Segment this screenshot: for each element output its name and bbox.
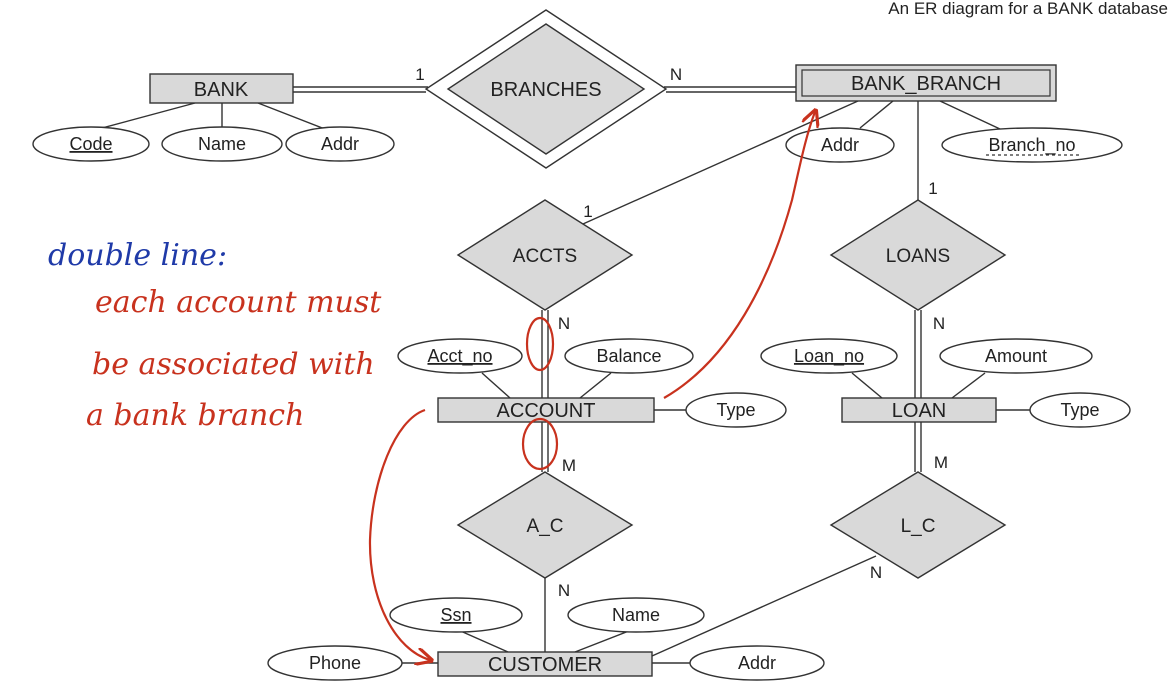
- annotation-line-3: a bank branch: [86, 398, 304, 433]
- attribute-balance-label: Balance: [596, 346, 661, 366]
- cardinality-lc-loan: M: [934, 453, 948, 472]
- cardinality-branches-branch: N: [670, 65, 682, 84]
- attribute-customer-name-label: Name: [612, 605, 660, 625]
- attribute-code-label: Code: [69, 134, 112, 154]
- handwritten-annotation: double line: each account must be associ…: [48, 112, 815, 660]
- entity-loan-label: LOAN: [892, 400, 946, 422]
- attribute-loan-no-label: Loan_no: [794, 346, 864, 367]
- annotation-circle-accts-account: [525, 316, 555, 372]
- cardinality-branches-bank: 1: [415, 65, 424, 84]
- attribute-bank-name-label: Name: [198, 134, 246, 154]
- cardinality-labels: 1 N 1 N 1 N M N M N: [415, 65, 948, 600]
- attribute-code: Code: [32, 126, 150, 162]
- cardinality-loans-branch: 1: [928, 179, 937, 198]
- attribute-acct-no-label: Acct_no: [427, 346, 492, 367]
- attribute-branch-no-label: Branch_no: [988, 135, 1075, 156]
- entity-bank-branch-label: BANK_BRANCH: [851, 73, 1001, 95]
- entity-bank-label: BANK: [194, 79, 249, 101]
- attribute-loan-type: Type: [1029, 392, 1131, 428]
- relationship-loans: LOANS: [829, 199, 1007, 311]
- attribute-amount-label: Amount: [985, 346, 1047, 366]
- attribute-customer-addr-label: Addr: [738, 653, 776, 673]
- attribute-acct-no: Acct_no: [397, 338, 523, 374]
- entity-bank: BANK: [149, 73, 294, 104]
- attribute-branch-addr-label: Addr: [821, 135, 859, 155]
- cardinality-ac-account: M: [562, 456, 576, 475]
- relationship-l-c: L_C: [829, 471, 1007, 579]
- annotation-circle-account-ac: [521, 417, 559, 471]
- entity-bank-branch: BANK_BRANCH: [795, 64, 1057, 102]
- attribute-bank-addr: Addr: [285, 126, 395, 162]
- attribute-amount: Amount: [939, 338, 1093, 374]
- annotation-arrow-to-customer: [368, 408, 430, 660]
- annotation-line-1: each account must: [95, 285, 382, 320]
- annotation-arrow-to-bank-branch: [663, 112, 815, 399]
- relationship-a-c-label: A_C: [527, 516, 564, 537]
- attribute-phone-label: Phone: [309, 653, 361, 673]
- relationship-accts: ACCTS: [456, 199, 634, 311]
- entity-customer-label: CUSTOMER: [488, 654, 602, 676]
- cardinality-ac-customer: N: [558, 581, 570, 600]
- cardinality-lc-customer: N: [870, 563, 882, 582]
- attribute-customer-name: Name: [567, 597, 705, 633]
- attribute-loan-no: Loan_no: [760, 338, 898, 374]
- relationship-branches-label: BRANCHES: [490, 79, 601, 101]
- annotation-line-2: be associated with: [92, 347, 375, 382]
- relationship-loans-label: LOANS: [886, 246, 950, 267]
- entity-customer: CUSTOMER: [437, 651, 653, 677]
- cardinality-accts-branch: 1: [583, 202, 592, 221]
- attribute-branch-no: Branch_no: [941, 127, 1123, 163]
- attribute-account-type-label: Type: [716, 400, 755, 420]
- diagram-title: An ER diagram for a BANK database: [888, 0, 1168, 18]
- annotation-heading: double line:: [48, 238, 227, 273]
- relationship-accts-label: ACCTS: [513, 246, 577, 267]
- cardinality-loans-loan: N: [933, 314, 945, 333]
- cardinality-accts-account: N: [558, 314, 570, 333]
- attribute-branch-addr: Addr: [785, 127, 895, 163]
- attribute-bank-addr-label: Addr: [321, 134, 359, 154]
- relationship-a-c: A_C: [456, 471, 634, 579]
- connectors: [90, 86, 1030, 664]
- relationship-branches: BRANCHES: [424, 9, 668, 169]
- attribute-phone: Phone: [267, 645, 403, 681]
- attribute-loan-type-label: Type: [1060, 400, 1099, 420]
- attribute-balance: Balance: [564, 338, 694, 374]
- relationship-l-c-label: L_C: [901, 516, 936, 537]
- attribute-bank-name: Name: [161, 126, 283, 162]
- entity-loan: LOAN: [841, 397, 997, 423]
- attribute-ssn-label: Ssn: [440, 605, 471, 625]
- entity-account-label: ACCOUNT: [497, 400, 596, 422]
- attribute-account-type: Type: [685, 392, 787, 428]
- attribute-ssn: Ssn: [389, 597, 523, 633]
- attribute-customer-addr: Addr: [689, 645, 825, 681]
- entity-account: ACCOUNT: [437, 397, 655, 423]
